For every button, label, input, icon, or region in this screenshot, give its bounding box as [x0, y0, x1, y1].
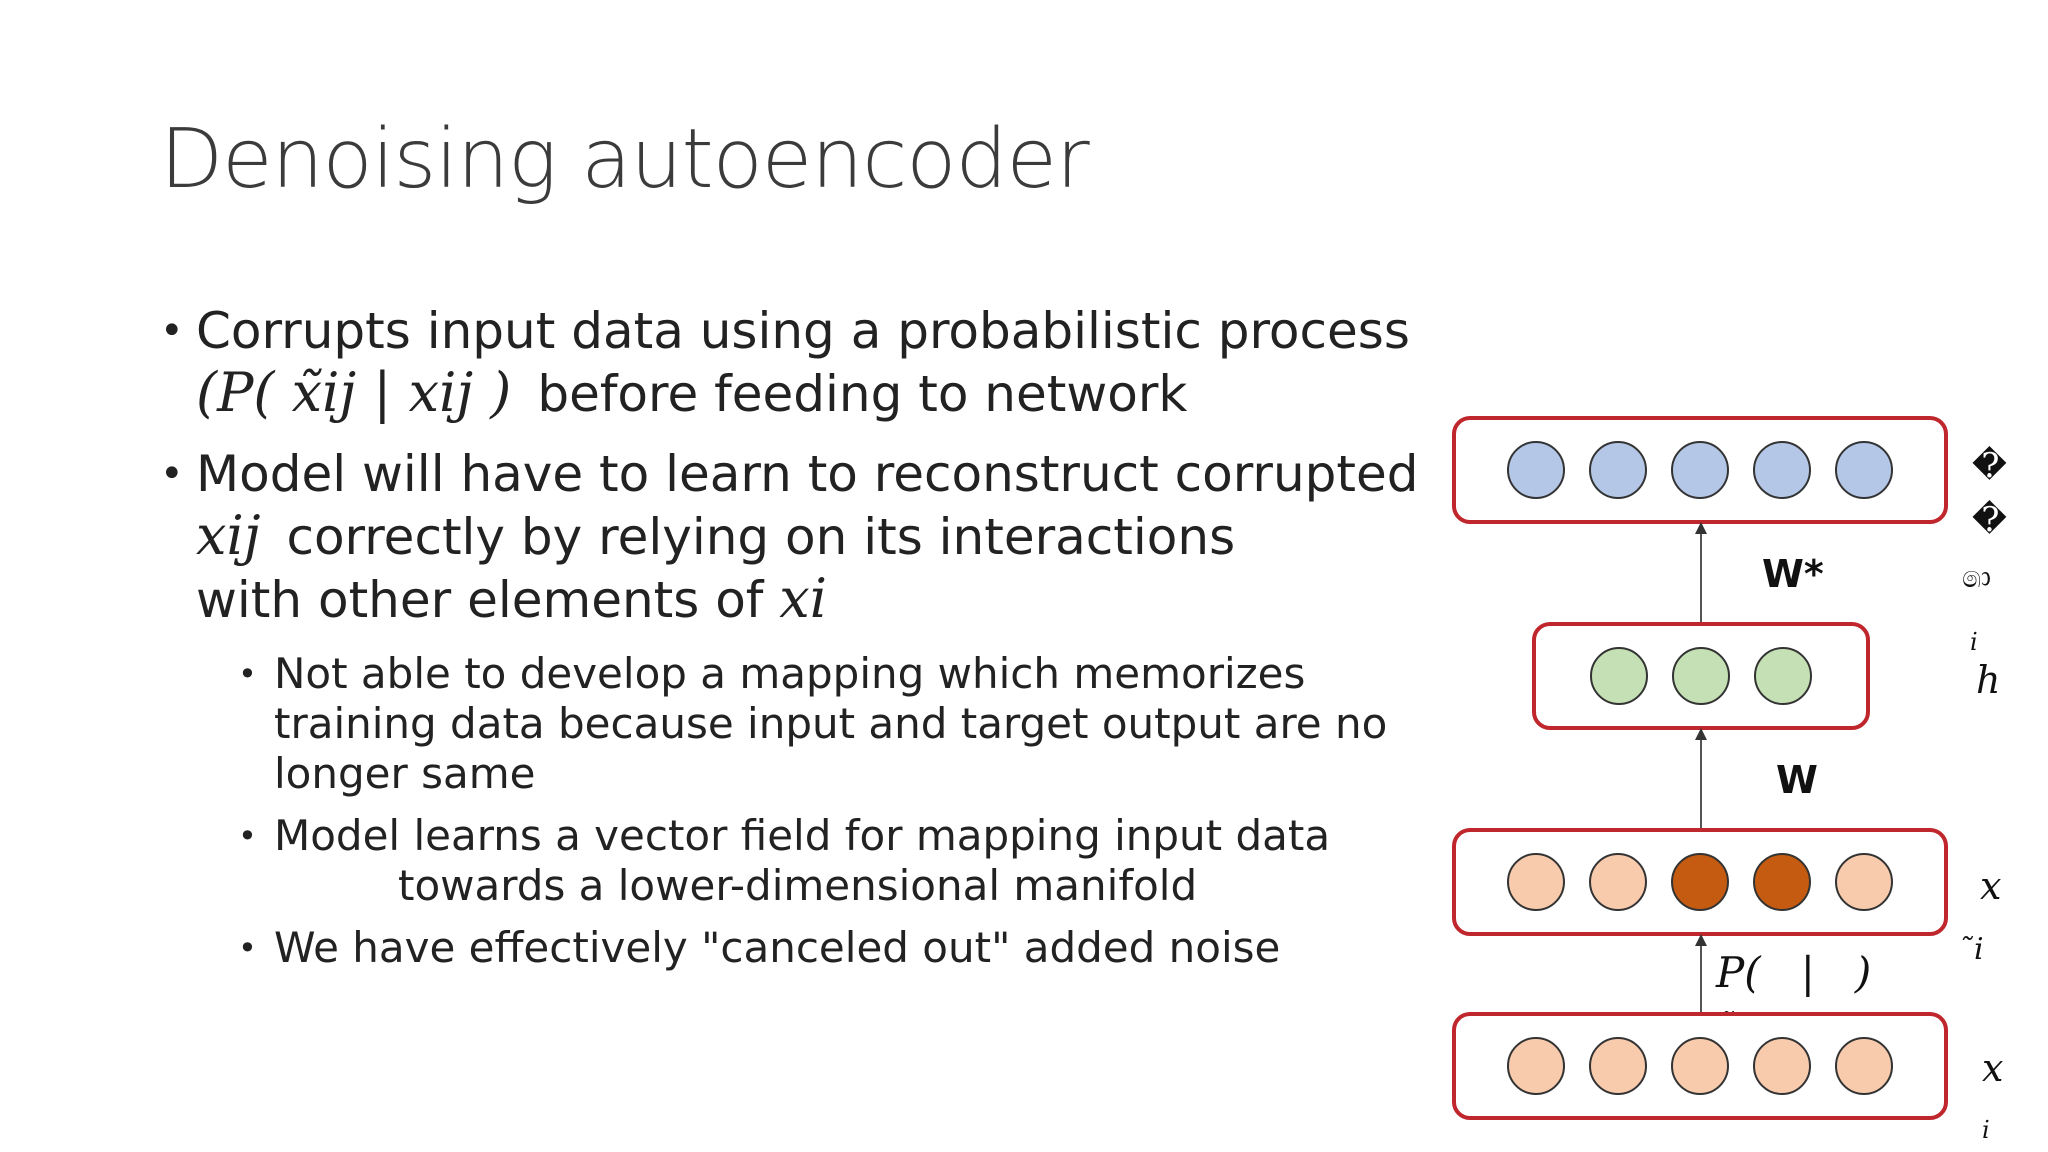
slide-title: Denoising autoencoder — [160, 112, 1090, 207]
input-node — [1589, 853, 1647, 911]
corrupted-input-label: x — [1980, 864, 2002, 908]
bullet-text: Not able to develop a mapping which memo… — [274, 649, 1388, 748]
corrupted-input-label-sub: ̃i — [1974, 932, 1984, 967]
output-node — [1507, 441, 1565, 499]
input-node — [1589, 1037, 1647, 1095]
bullet-text: correctly by relying on its interactions — [286, 508, 1236, 566]
input-node — [1671, 1037, 1729, 1095]
bullet-model-learn: Model will have to learn to reconstruct … — [160, 443, 1420, 631]
hidden-node — [1754, 647, 1812, 705]
output-node — [1589, 441, 1647, 499]
hidden-node — [1590, 647, 1648, 705]
subbullet-not-able: Not able to develop a mapping which memo… — [238, 649, 1420, 799]
output-layer — [1452, 416, 1948, 524]
bullet-list: Corrupts input data using a probabilisti… — [160, 300, 1420, 985]
arrow-hidden-to-output — [1700, 534, 1702, 622]
input-node — [1507, 1037, 1565, 1095]
output-label: � — [1972, 500, 2007, 540]
input-node — [1835, 853, 1893, 911]
math-xij: xij — [196, 504, 261, 567]
input-node — [1507, 853, 1565, 911]
input-label-sub: i — [1982, 1116, 1990, 1144]
output-node — [1671, 441, 1729, 499]
arrow-corrupted-to-hidden — [1700, 740, 1702, 828]
arrow-head — [1695, 934, 1707, 946]
input-label: x — [1982, 1046, 2004, 1090]
output-label-sub: i — [1970, 628, 1978, 656]
input-node — [1753, 1037, 1811, 1095]
bullet-text: Model will have to learn to reconstruct … — [196, 445, 1419, 503]
subbullet-vector-field: Model learns a vector field for mapping … — [238, 811, 1420, 911]
subbullet-canceled-noise: We have effectively "canceled out" added… — [238, 923, 1420, 973]
weight-w-star: W* — [1762, 552, 1824, 596]
bullet-text: before feeding to network — [537, 365, 1188, 423]
corruption-process-args: x̃ij xij — [1716, 1006, 1813, 1044]
hidden-layer — [1532, 622, 1870, 730]
corrupted-node — [1753, 853, 1811, 911]
hidden-label: h — [1976, 658, 2001, 702]
bullet-text: towards a lower-dimensional manifold — [398, 861, 1198, 910]
bullet-corrupts: Corrupts input data using a probabilisti… — [160, 300, 1420, 425]
bullet-text: longer same — [274, 749, 536, 798]
corrupted-node — [1671, 853, 1729, 911]
bullet-text: with other elements of — [196, 571, 764, 629]
output-node — [1835, 441, 1893, 499]
weight-w: W — [1776, 758, 1818, 802]
arrow-input-to-corrupted — [1700, 946, 1702, 1012]
bullet-text: Model learns a vector field for mapping … — [274, 811, 1331, 860]
corruption-formula: (P( x̃ij | xij ) — [196, 361, 512, 424]
bullet-text: We have effectively "canceled out" added… — [274, 923, 1281, 972]
math-xi: xi — [779, 567, 828, 630]
output-label: � — [1972, 446, 2007, 486]
arrow-head — [1695, 728, 1707, 740]
output-node — [1753, 441, 1811, 499]
input-layer — [1452, 1012, 1948, 1120]
corrupted-input-layer — [1452, 828, 1948, 936]
bullet-text: Corrupts input data using a probabilisti… — [196, 302, 1410, 360]
corruption-process-label: P( | ) — [1716, 948, 1872, 997]
hidden-node — [1672, 647, 1730, 705]
input-node — [1835, 1037, 1893, 1095]
arrow-head — [1695, 522, 1707, 534]
output-label: ෧ා — [1962, 560, 1992, 595]
